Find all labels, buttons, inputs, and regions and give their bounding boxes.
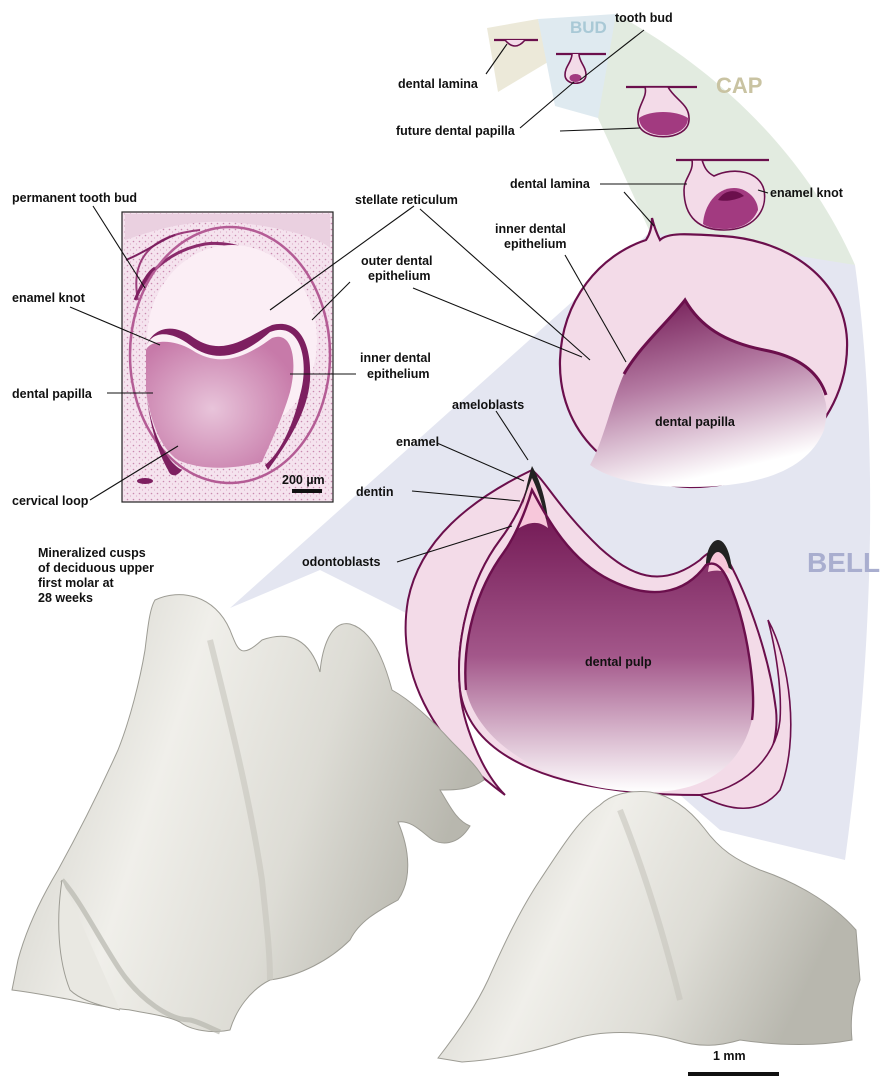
- label-dental-lamina-cap: dental lamina: [510, 177, 591, 191]
- label-stellate-reticulum: stellate reticulum: [355, 193, 458, 207]
- lamina-panel: [487, 19, 548, 92]
- label-outer-dental-epithelium-2: epithelium: [368, 269, 431, 283]
- label-enamel-knot-cap: enamel knot: [770, 186, 844, 200]
- label-mineralized-4: 28 weeks: [38, 591, 93, 605]
- histology-image: 200 µm: [122, 212, 333, 502]
- label-mineralized-2: of deciduous upper: [38, 561, 154, 575]
- model-scale-label: 1 mm: [713, 1049, 746, 1063]
- label-mineralized-1: Mineralized cusps: [38, 546, 146, 560]
- label-outer-dental-epithelium-1: outer dental: [361, 254, 433, 268]
- stage-bud-title: BUD: [570, 18, 607, 37]
- label-dental-lamina-top: dental lamina: [398, 77, 479, 91]
- model-scale-bar: [688, 1072, 779, 1076]
- label-enamel: enamel: [396, 435, 439, 449]
- label-inner-dental-epithelium-histo-1: inner dental: [360, 351, 431, 365]
- label-cervical-loop: cervical loop: [12, 494, 89, 508]
- histology-scale-bar: [292, 489, 322, 493]
- label-dentin: dentin: [356, 485, 394, 499]
- label-permanent-tooth-bud: permanent tooth bud: [12, 191, 137, 205]
- stage-cap-title: CAP: [716, 73, 762, 98]
- label-inner-dental-epithelium-histo-2: epithelium: [367, 367, 430, 381]
- label-inner-dental-epithelium-bell-1: inner dental: [495, 222, 566, 236]
- label-dental-papilla-bell: dental papilla: [655, 415, 736, 429]
- label-enamel-knot-histo: enamel knot: [12, 291, 86, 305]
- label-future-dental-papilla: future dental papilla: [396, 124, 516, 138]
- histology-scale-label: 200 µm: [282, 473, 325, 487]
- label-mineralized-3: first molar at: [38, 576, 115, 590]
- label-inner-dental-epithelium-bell-2: epithelium: [504, 237, 567, 251]
- label-ameloblasts: ameloblasts: [452, 398, 524, 412]
- label-dental-papilla-histo: dental papilla: [12, 387, 93, 401]
- stage-bell-title: BELL: [807, 547, 880, 578]
- label-odontoblasts: odontoblasts: [302, 555, 381, 569]
- label-dental-pulp: dental pulp: [585, 655, 652, 669]
- label-tooth-bud: tooth bud: [615, 11, 673, 25]
